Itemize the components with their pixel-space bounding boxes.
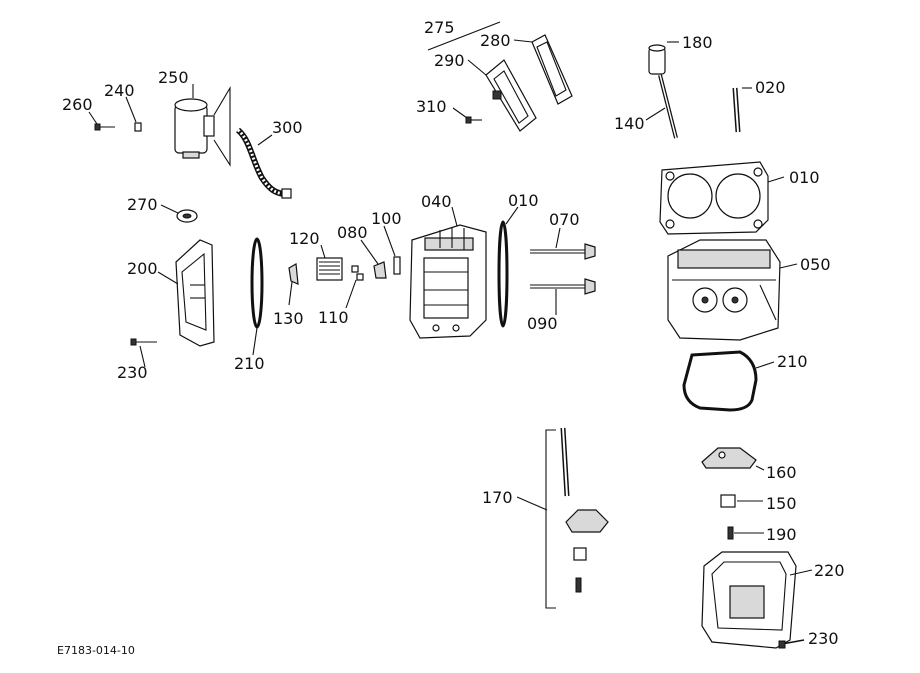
label-010-top: 010 bbox=[789, 168, 820, 187]
label-010-side: 010 bbox=[508, 191, 539, 210]
label-230-left: 230 bbox=[117, 363, 148, 382]
label-120: 120 bbox=[289, 229, 320, 248]
head-gasket-010-top bbox=[659, 161, 769, 235]
label-250: 250 bbox=[158, 68, 189, 87]
label-280: 280 bbox=[480, 31, 511, 50]
label-275: 275 bbox=[424, 18, 455, 37]
label-220: 220 bbox=[814, 561, 845, 580]
breather-assembly bbox=[94, 85, 292, 199]
leader-lines bbox=[88, 21, 813, 576]
valve-small-parts bbox=[288, 256, 401, 285]
label-210-right: 210 bbox=[777, 352, 808, 371]
label-190: 190 bbox=[766, 525, 797, 544]
label-270: 270 bbox=[127, 195, 158, 214]
label-130: 130 bbox=[273, 309, 304, 328]
label-020: 020 bbox=[755, 78, 786, 97]
push-rod-140 bbox=[648, 44, 741, 139]
seal-270 bbox=[176, 209, 198, 223]
cylinder-head-040 bbox=[409, 224, 487, 339]
part-labels: 275 280 290 310 180 020 140 010 050 210 … bbox=[57, 18, 845, 657]
label-090: 090 bbox=[527, 314, 558, 333]
label-100: 100 bbox=[371, 209, 402, 228]
diagram-code: E7183-014-10 bbox=[57, 644, 135, 657]
label-080: 080 bbox=[337, 223, 368, 242]
label-240: 240 bbox=[104, 81, 135, 100]
label-150: 150 bbox=[766, 494, 797, 513]
rocker-cover-220 bbox=[701, 551, 805, 649]
side-cover-200 bbox=[130, 239, 215, 347]
label-230-right: 230 bbox=[808, 629, 839, 648]
rocker-group-170 bbox=[545, 427, 609, 609]
label-300: 300 bbox=[272, 118, 303, 137]
label-310: 310 bbox=[416, 97, 447, 116]
gasket-210-right bbox=[682, 350, 758, 412]
label-140: 140 bbox=[614, 114, 645, 133]
label-290: 290 bbox=[434, 51, 465, 70]
label-050: 050 bbox=[800, 255, 831, 274]
gasket-210-left bbox=[250, 237, 264, 329]
label-210-left: 210 bbox=[234, 354, 265, 373]
label-260: 260 bbox=[62, 95, 93, 114]
valves-070-090 bbox=[530, 243, 596, 295]
label-070: 070 bbox=[549, 210, 580, 229]
label-200: 200 bbox=[127, 259, 158, 278]
rocker-cover-275 bbox=[465, 34, 573, 132]
label-110: 110 bbox=[318, 308, 349, 327]
label-160: 160 bbox=[766, 463, 797, 482]
rocker-arm-160 bbox=[701, 447, 757, 540]
cylinder-head-050 bbox=[667, 239, 781, 341]
label-040: 040 bbox=[421, 192, 452, 211]
label-170: 170 bbox=[482, 488, 513, 507]
label-180: 180 bbox=[682, 33, 713, 52]
head-gasket-010-side bbox=[497, 220, 509, 328]
